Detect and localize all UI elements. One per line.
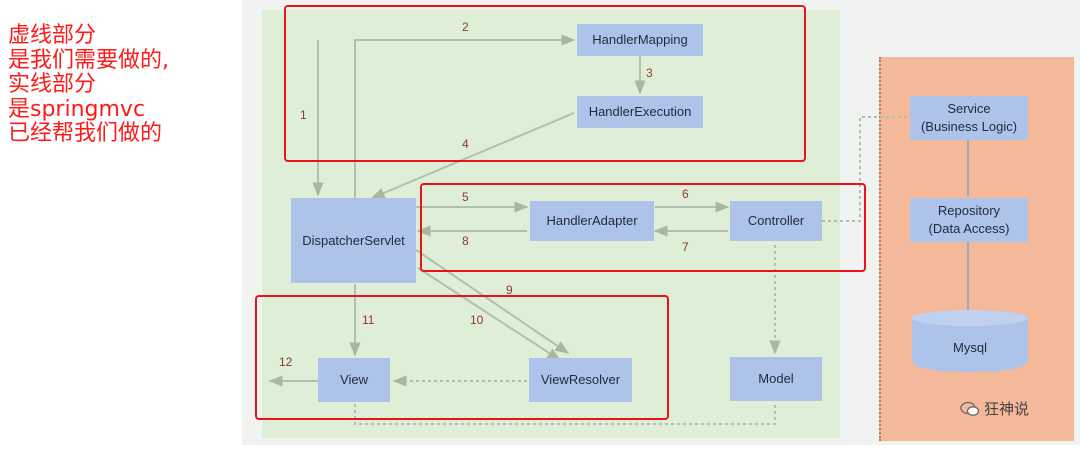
step-number: 8 — [462, 234, 469, 248]
handler-execution-box: HandlerExecution — [577, 96, 703, 128]
highlight-view-region — [255, 295, 669, 420]
wechat-icon — [960, 401, 980, 417]
handler-mapping-box: HandlerMapping — [577, 24, 703, 56]
highlight-handler-mapping-region — [284, 5, 806, 162]
mysql-box: Mysql — [953, 340, 987, 355]
arrow-step-4 — [370, 112, 575, 199]
repository-box: Repository (Data Access) — [910, 198, 1028, 242]
step-number: 5 — [462, 190, 469, 204]
dotted-controller-to-service — [822, 116, 908, 222]
step-number: 2 — [462, 20, 469, 34]
note-line-4: 是springmvc — [8, 96, 146, 122]
arrow-step-2 — [354, 34, 576, 198]
step-number: 11 — [362, 313, 375, 327]
watermark-text: 狂神说 — [984, 400, 1030, 418]
service-box: Service (Business Logic) — [910, 96, 1028, 140]
highlight-adapter-controller-region — [420, 183, 866, 272]
step-number: 6 — [682, 187, 689, 201]
arrow-step-10 — [417, 267, 562, 361]
handler-adapter-box: HandlerAdapter — [530, 201, 654, 241]
note-line-5: 已经帮我们做的 — [8, 121, 163, 146]
watermark: 狂神说 — [960, 398, 1029, 419]
step-number: 12 — [279, 355, 293, 369]
dispatcher-servlet-box: DispatcherServlet — [291, 198, 416, 283]
step-number: 9 — [506, 283, 513, 297]
step-number: 4 — [462, 137, 469, 151]
note-line-2: 是我们需要做的, — [8, 47, 169, 73]
step-number: 10 — [470, 313, 484, 327]
view-box: View — [318, 358, 390, 402]
annotation-note: 虚线部分 是我们需要做的, 实线部分 是springmvc 已经帮我们做的 — [8, 23, 169, 147]
step-number: 7 — [682, 240, 689, 254]
mysql-cylinder — [912, 310, 1028, 372]
note-line-3: 实线部分 — [8, 72, 97, 97]
view-resolver-box: ViewResolver — [529, 358, 632, 402]
controller-box: Controller — [730, 201, 822, 241]
arrow-step-9 — [415, 249, 570, 354]
note-line-1: 虚线部分 — [8, 23, 97, 48]
model-box: Model — [730, 357, 822, 401]
step-number: 1 — [300, 108, 307, 122]
step-number: 3 — [646, 66, 653, 80]
dotted-bottom-return — [354, 404, 776, 425]
